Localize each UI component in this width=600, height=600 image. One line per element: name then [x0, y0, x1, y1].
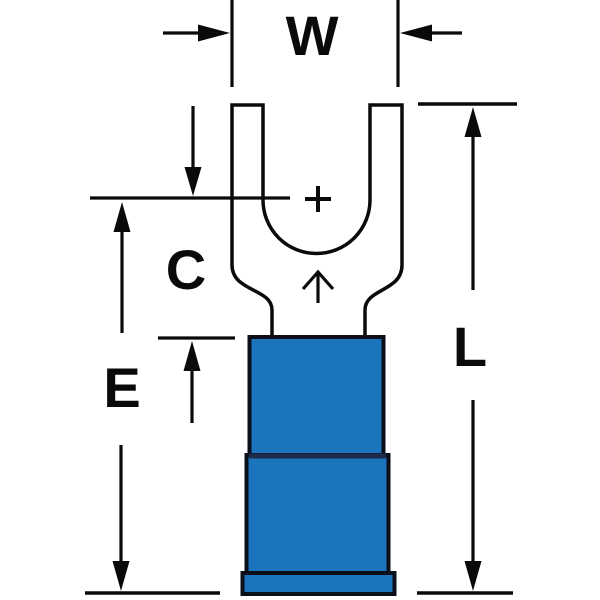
insulation-barrel-upper — [247, 335, 386, 457]
dimension-label-l: L — [452, 315, 488, 378]
insulation-barrel — [240, 335, 397, 596]
w-arrowhead-left-icon — [198, 24, 230, 42]
dimension-label-c: C — [165, 238, 207, 301]
w-arrowhead-right-icon — [400, 24, 432, 42]
dimension-label-w: W — [285, 4, 339, 67]
c-top-arrowhead-icon — [184, 167, 202, 196]
l-bottom-arrowhead-icon — [464, 561, 482, 591]
e-bottom-arrowhead-icon — [112, 561, 130, 591]
up-arrow-icon — [301, 269, 335, 303]
plus-center-mark-icon — [305, 186, 331, 212]
fork-terminal-outline — [230, 103, 404, 347]
dimension-l — [417, 102, 517, 595]
insulation-barrel-base — [240, 571, 397, 596]
c-bottom-arrowhead-icon — [183, 341, 201, 371]
dimension-e — [85, 202, 220, 595]
l-top-arrowhead-icon — [464, 107, 482, 137]
insulation-barrel-lower — [244, 453, 391, 575]
dimension-c — [90, 106, 290, 423]
e-top-arrowhead-icon — [113, 202, 131, 232]
dimension-label-e: E — [103, 356, 141, 419]
dimension-w — [163, 0, 462, 87]
